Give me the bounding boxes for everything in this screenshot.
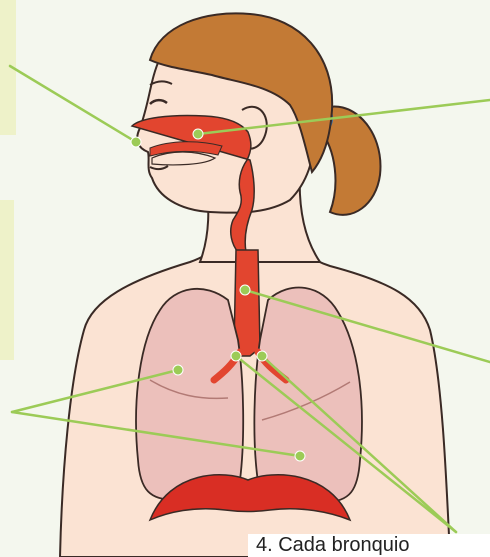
dot-bronchus-left <box>257 351 267 361</box>
dot-bronchus-right <box>231 351 241 361</box>
dot-trachea <box>240 285 250 295</box>
dot-nose <box>131 137 141 147</box>
label-tab-mid-left <box>0 200 14 360</box>
dot-lung-right <box>173 365 183 375</box>
dot-nasal-cavity <box>193 129 203 139</box>
leader-line-nose <box>10 66 136 142</box>
dot-lung-left <box>295 451 305 461</box>
caption-text: 4. Cada bronquio <box>248 534 490 557</box>
